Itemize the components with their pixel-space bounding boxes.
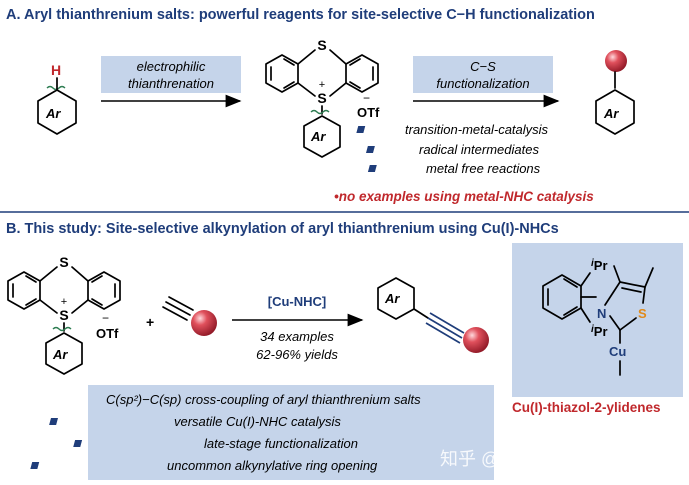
arrow1-line2: thianthrenation (128, 76, 214, 91)
catalyst-panel (512, 243, 683, 397)
plus-charge: + (319, 79, 325, 91)
otf-b: OTf (96, 326, 119, 341)
product-sphere (463, 327, 489, 353)
section-a-title: A. Aryl thianthrenium salts: powerful re… (6, 7, 595, 23)
ar-label-start: Ar (45, 106, 61, 121)
bullet-b-1: C(sp²)−C(sp) cross-coupling of aryl thia… (106, 392, 421, 407)
note-no-examples: •no examples using metal-NHC catalysis (334, 189, 594, 204)
minus-charge-a: − (363, 91, 370, 105)
bullet-b-2: versatile Cu(I)-NHC catalysis (174, 414, 341, 429)
catalyst-structure: iPr iPr N S Cu (542, 258, 654, 376)
aryl-h-structure: H Ar (37, 62, 77, 135)
n-atom: N (597, 306, 606, 321)
s-atom: S (638, 306, 647, 321)
cu-nhc-reagent: [Cu-NHC] (268, 294, 326, 309)
alkyne-sphere (191, 310, 217, 336)
ar-label-salt-b: Ar (52, 347, 68, 362)
h-label: H (51, 62, 61, 78)
arrow-cu-nhc: [Cu-NHC] 34 examples 62-96% yields (232, 294, 364, 362)
arrow2-line2: functionalization (436, 76, 529, 91)
catalyst-caption: Cu(I)-thiazol-2-ylidenes (512, 400, 661, 415)
section-b-title: B. This study: Site-selective alkynylati… (6, 221, 559, 237)
substituent-sphere-a (605, 50, 627, 72)
arrow1-label-box (101, 56, 241, 93)
s-top-label-b: S (59, 254, 68, 270)
bullet-a-3: metal free reactions (426, 161, 541, 176)
arrow-cs-functionalization: C−S functionalization (413, 56, 560, 108)
ar-label-product-a: Ar (603, 106, 619, 121)
minus-charge-b: − (102, 311, 109, 325)
watermark: 知乎 @化学领域前沿文献 (440, 449, 643, 469)
summary-panel (88, 385, 494, 480)
arrow-thianthrenation: electrophilic thianthrenation (101, 56, 242, 108)
section-a-bullets: transition-metal-catalysis radical inter… (356, 122, 549, 176)
s-plus-label-b: S (59, 307, 68, 323)
alkyne-reagent (162, 296, 217, 336)
alkyne-product: Ar (377, 277, 489, 353)
arrow2-label-box (413, 56, 553, 93)
bullet-a-2: radical intermediates (419, 142, 539, 157)
ipr-top: iPr (591, 258, 608, 273)
product-a-structure: Ar (595, 50, 635, 135)
thianthrenium-salt-a: S S + Ar − OTf (265, 37, 380, 158)
otf-a: OTf (357, 105, 380, 120)
ar-label-product-b: Ar (384, 291, 400, 306)
plus-charge-b: + (61, 296, 67, 308)
thianthrenium-salt-b: S S + Ar − OTf (7, 254, 121, 375)
ipr-bottom: iPr (591, 324, 608, 339)
arrow1-line1: electrophilic (137, 59, 206, 74)
cu-atom: Cu (609, 344, 626, 359)
section-b-bullets: C(sp²)−C(sp) cross-coupling of aryl thia… (30, 392, 421, 473)
s-top-label: S (317, 37, 326, 53)
bullet-a-1: transition-metal-catalysis (405, 122, 549, 137)
s-plus-label: S (317, 90, 326, 106)
bullet-b-3: late-stage functionalization (204, 436, 358, 451)
yield-range: 62-96% yields (256, 347, 338, 362)
bullet-b-4: uncommon alkynylative ring opening (167, 458, 378, 473)
plus-sign-b: + (146, 314, 154, 330)
examples-count: 34 examples (260, 329, 334, 344)
arrow2-line1: C−S (470, 59, 496, 74)
ar-label-salt-a: Ar (310, 129, 326, 144)
